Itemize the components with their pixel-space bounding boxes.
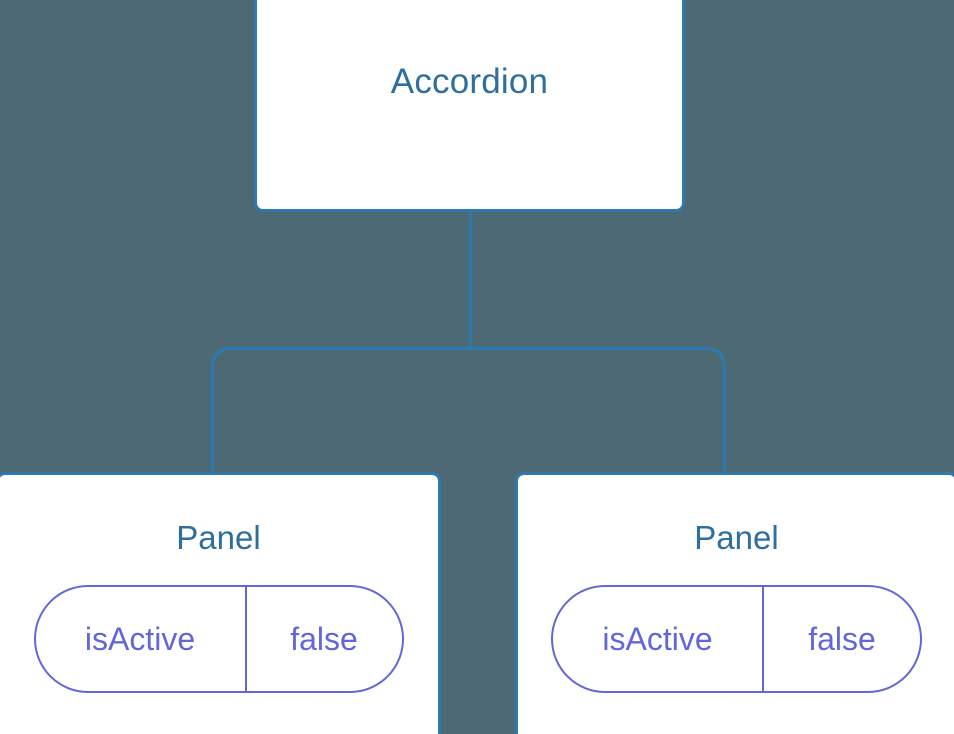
node-accordion[interactable]: Accordion — [254, 0, 685, 212]
node-panel-1-label: Panel — [176, 519, 261, 556]
node-panel-2[interactable]: Panel isActive false — [515, 472, 954, 734]
prop-key-isactive-1: isActive — [36, 587, 247, 691]
node-panel-2-label: Panel — [694, 519, 779, 556]
prop-key-isactive-2: isActive — [553, 587, 764, 691]
prop-pill-isactive-1[interactable]: isActive false — [33, 585, 404, 693]
node-panel-1[interactable]: Panel isActive false — [0, 472, 441, 734]
prop-value-isactive-2: false — [808, 620, 876, 657]
node-accordion-label: Accordion — [390, 62, 549, 101]
prop-value-isactive-1: false — [290, 620, 358, 657]
prop-pill-isactive-2[interactable]: isActive false — [551, 585, 922, 693]
edge-bus-to-right-panel — [470, 346, 727, 474]
edge-bus-to-left-panel — [210, 346, 471, 474]
